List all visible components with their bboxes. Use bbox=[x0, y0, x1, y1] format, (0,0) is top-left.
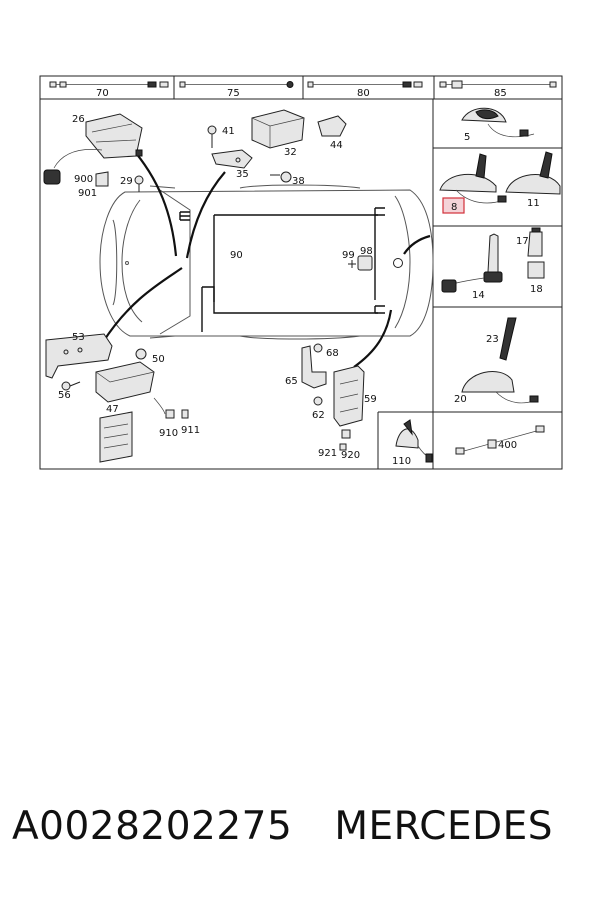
cable-75-drawing bbox=[179, 81, 294, 88]
part-98-drawing bbox=[357, 255, 373, 271]
label-53: 53 bbox=[72, 332, 85, 343]
part-8-drawing bbox=[439, 153, 507, 204]
label-23: 23 bbox=[486, 334, 499, 345]
label-26: 26 bbox=[72, 114, 85, 125]
caption: A0028202275 MERCEDES bbox=[12, 804, 590, 864]
vehicle-outline bbox=[99, 184, 434, 340]
label-47: 47 bbox=[106, 404, 119, 415]
part-8-highlight-box bbox=[442, 197, 465, 214]
part-62-drawing bbox=[313, 396, 323, 406]
cable-70-drawing bbox=[49, 81, 169, 88]
label-400: 400 bbox=[498, 440, 517, 451]
label-35: 35 bbox=[236, 169, 249, 180]
label-17: 17 bbox=[516, 236, 529, 247]
label-5: 5 bbox=[464, 132, 470, 143]
part-44-drawing bbox=[317, 115, 347, 137]
cable-85-drawing bbox=[439, 80, 557, 89]
part-59-drawing bbox=[333, 365, 365, 427]
part-400-drawing bbox=[455, 425, 545, 455]
cable-80-drawing bbox=[307, 81, 423, 88]
part-29-drawing bbox=[134, 175, 144, 192]
part-911-drawing bbox=[165, 409, 189, 419]
label-38: 38 bbox=[292, 176, 305, 187]
brand-name: MERCEDES bbox=[334, 804, 554, 849]
part-5-drawing bbox=[461, 107, 535, 138]
label-901: 901 bbox=[78, 188, 97, 199]
strip-label-80: 80 bbox=[357, 88, 370, 99]
part-32-drawing bbox=[251, 109, 305, 149]
label-50: 50 bbox=[152, 354, 165, 365]
callout-arrows bbox=[102, 145, 431, 368]
label-41: 41 bbox=[222, 126, 235, 137]
part-920-drawing bbox=[339, 429, 351, 451]
label-110: 110 bbox=[392, 456, 411, 467]
strip-label-70: 70 bbox=[96, 88, 109, 99]
part-99-drawing bbox=[348, 260, 356, 268]
part-23-drawing bbox=[499, 317, 517, 361]
strip-label-85: 85 bbox=[494, 88, 507, 99]
label-14: 14 bbox=[472, 290, 485, 301]
part-18-drawing bbox=[527, 261, 545, 279]
part-50-drawing bbox=[135, 348, 147, 360]
label-56: 56 bbox=[58, 390, 71, 401]
label-8: 8 bbox=[451, 202, 457, 213]
parts-diagram: 70 75 80 85 bbox=[39, 75, 563, 470]
label-32: 32 bbox=[284, 147, 297, 158]
part-65-drawing bbox=[301, 345, 327, 389]
label-20: 20 bbox=[454, 394, 467, 405]
label-920: 920 bbox=[341, 450, 360, 461]
part-53-drawing bbox=[45, 333, 113, 379]
part-35-drawing bbox=[211, 149, 253, 169]
label-911: 911 bbox=[181, 425, 200, 436]
label-90: 90 bbox=[230, 250, 243, 261]
part-900-drawing bbox=[43, 149, 109, 187]
part-labels: 26 41 32 44 900 901 29 35 38 90 99 98 53… bbox=[58, 114, 543, 467]
part-41-drawing bbox=[207, 125, 217, 148]
part-56-drawing bbox=[61, 381, 81, 391]
label-11: 11 bbox=[527, 198, 540, 209]
label-900: 900 bbox=[74, 174, 93, 185]
label-68: 68 bbox=[326, 348, 339, 359]
label-18: 18 bbox=[530, 284, 543, 295]
label-59: 59 bbox=[364, 394, 377, 405]
part-110-drawing bbox=[395, 419, 433, 463]
part-47-drawing bbox=[95, 361, 155, 403]
part-number: A0028202275 bbox=[12, 804, 293, 849]
label-65: 65 bbox=[285, 376, 298, 387]
part-17-drawing bbox=[527, 227, 543, 257]
part-26-drawing bbox=[85, 113, 143, 159]
part-20-drawing bbox=[461, 371, 539, 404]
part-910-drawing bbox=[99, 397, 166, 463]
label-62: 62 bbox=[312, 410, 325, 421]
label-99: 99 bbox=[342, 250, 355, 261]
part-14-drawing bbox=[441, 233, 503, 293]
label-29: 29 bbox=[120, 176, 133, 187]
label-921: 921 bbox=[318, 448, 337, 459]
part-38-drawing bbox=[270, 171, 292, 183]
label-98: 98 bbox=[360, 246, 373, 257]
roof-wire-harness bbox=[179, 207, 385, 332]
part-68-drawing bbox=[313, 343, 323, 353]
part-11-drawing bbox=[505, 151, 561, 195]
label-44: 44 bbox=[330, 140, 343, 151]
label-910: 910 bbox=[159, 428, 178, 439]
strip-label-75: 75 bbox=[227, 88, 240, 99]
